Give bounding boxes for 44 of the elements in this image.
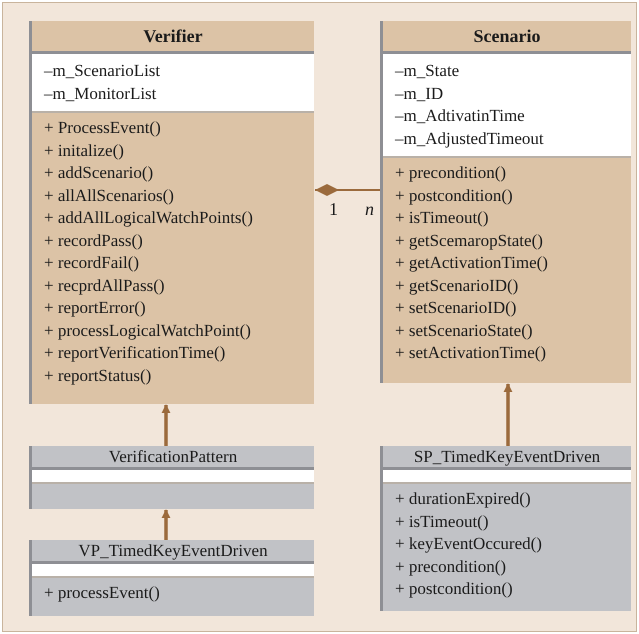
method: + allAllScenarios() <box>44 184 175 206</box>
method: + getScemaropState() <box>395 230 544 252</box>
method: + durationExpired() <box>395 488 532 510</box>
attribute: –m_AdtivatinTime <box>395 105 526 127</box>
method: + reportStatus() <box>44 364 152 387</box>
attribute: –m_AdjustedTimeout <box>395 128 545 150</box>
method: + getScenarioID() <box>395 274 520 297</box>
method: + keyEventOccured() <box>395 533 543 555</box>
inheritance-arrow <box>504 383 512 447</box>
method: + recprdAllPass() <box>44 274 166 297</box>
class-box <box>29 21 314 404</box>
method: + initalize() <box>44 140 125 162</box>
method: + setActivationTime() <box>395 342 548 364</box>
class-box <box>29 540 314 616</box>
method: + precondition() <box>395 556 508 578</box>
class-box <box>380 21 631 383</box>
method: + precondition() <box>395 162 508 184</box>
multiplicity-label: 1 <box>329 199 338 220</box>
method: + isTimeout() <box>395 207 490 229</box>
method: + ProcessEvent() <box>44 117 162 139</box>
method: + recordFail() <box>44 252 140 274</box>
method: + reportVerificationTime() <box>44 342 226 364</box>
method: + recordPass() <box>44 230 144 252</box>
attribute: –m_State <box>395 60 460 82</box>
method: + processLogicalWatchPoint() <box>44 320 252 342</box>
method: + addAllLogicalWatchPoints() <box>44 207 254 229</box>
inheritance-arrow <box>162 404 170 447</box>
method: + isTimeout() <box>395 510 490 532</box>
attribute: –m_ID <box>395 82 444 104</box>
composition-connector <box>315 184 381 196</box>
method: + addScenario() <box>44 162 154 184</box>
multiplicity-label: n <box>365 199 374 220</box>
class-box <box>29 446 314 509</box>
class-box <box>380 446 631 611</box>
method: + setScenarioState() <box>395 320 534 342</box>
attribute: –m_MonitorList <box>44 82 158 104</box>
method: + postcondition() <box>395 184 514 207</box>
inheritance-arrow <box>162 509 170 541</box>
method: + postcondition() <box>395 578 514 600</box>
method: + reportError() <box>44 297 147 319</box>
attribute: –m_ScenarioList <box>44 60 162 82</box>
method: + processEvent() <box>44 582 161 604</box>
method: + getActivationTime() <box>395 252 549 274</box>
method: + setScenarioID() <box>395 297 518 319</box>
